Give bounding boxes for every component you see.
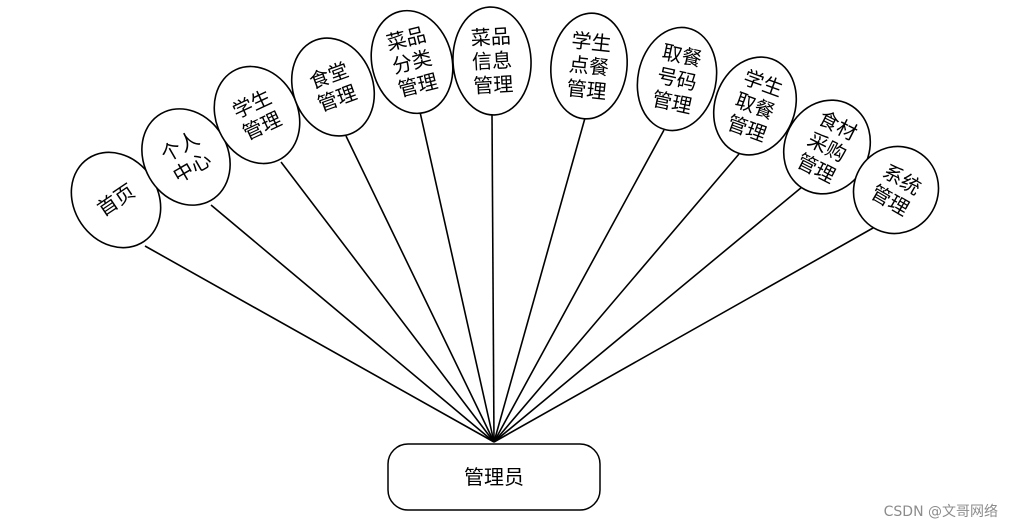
edge-student-order-mgmt xyxy=(493,117,586,443)
nodes-layer: 首页个人中心学生管理食堂管理菜品分类管理菜品信息管理学生点餐管理取餐号码管理学生… xyxy=(70,6,940,249)
edges-layer xyxy=(144,111,874,443)
edge-system-mgmt xyxy=(493,227,874,443)
node-label-student-order-mgmt-2: 管理 xyxy=(565,76,607,104)
node-ellipse-canteen-mgmt xyxy=(290,37,376,137)
node-label-dish-info-mgmt-0: 菜品 xyxy=(470,24,511,50)
node-ellipse-student-pickup-mgmt xyxy=(712,56,798,156)
edge-personal xyxy=(210,204,495,443)
node-label-dish-info-mgmt-2: 管理 xyxy=(473,72,514,98)
node-ellipse-student-order-mgmt xyxy=(550,12,628,120)
root-box xyxy=(387,443,601,511)
node-ellipse-pickup-number-mgmt xyxy=(636,26,718,132)
watermark: CSDN @文哥网络 xyxy=(884,504,998,520)
edge-dish-info-mgmt xyxy=(491,113,495,443)
node-label-student-order-mgmt-0: 学生 xyxy=(570,28,612,56)
node-ellipse-dish-category-mgmt xyxy=(370,9,454,115)
node-label-dish-info-mgmt-1: 信息 xyxy=(471,48,512,74)
node-label-student-order-mgmt-1: 点餐 xyxy=(568,52,610,80)
edge-canteen-mgmt xyxy=(345,135,495,443)
edge-home xyxy=(144,245,495,443)
node-ellipse-dish-info-mgmt xyxy=(452,6,532,116)
node-ellipse-system-mgmt xyxy=(852,145,940,235)
root-label: 管理员 xyxy=(464,465,524,489)
node-home: 首页 xyxy=(70,151,162,249)
edge-purchase-mgmt xyxy=(493,186,803,443)
edge-dish-category-mgmt xyxy=(419,111,495,443)
edge-pickup-number-mgmt xyxy=(493,129,665,443)
edge-student-pickup-mgmt xyxy=(493,153,740,443)
root-node: 管理员 xyxy=(387,443,601,511)
edge-student-mgmt xyxy=(280,161,495,443)
